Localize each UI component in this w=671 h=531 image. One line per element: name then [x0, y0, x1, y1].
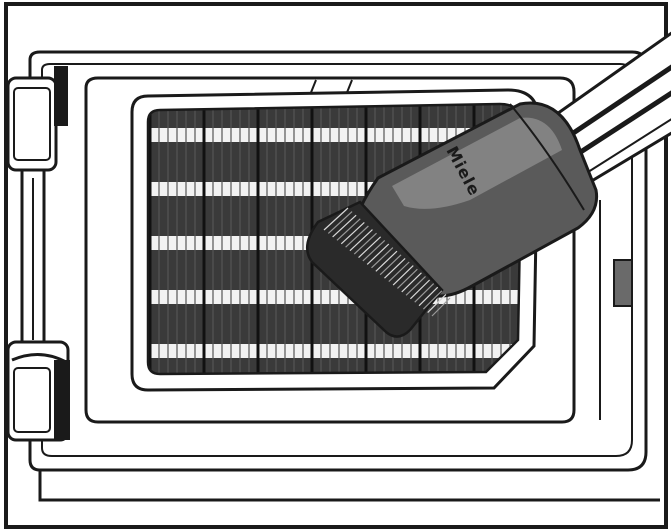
brush-bristle: [345, 225, 369, 248]
brush-bristle: [384, 257, 406, 279]
door-hinge: [6, 66, 70, 442]
brush-bristle: [388, 261, 410, 283]
brush-head: [305, 200, 444, 338]
brush-bristle: [336, 218, 361, 241]
brush-bristle: [409, 279, 431, 300]
brush-bristle: [362, 239, 386, 262]
vacuum-brush-nozzle: Miele: [305, 31, 671, 338]
brush-bristle: [414, 283, 435, 303]
brush-bristle: [401, 272, 422, 293]
brush-bristle: [418, 286, 439, 307]
brush-bristle: [349, 229, 373, 252]
brush-bristle: [366, 243, 390, 265]
brush-bristle: [392, 265, 414, 286]
brush-bristle: [332, 214, 357, 238]
brush-bristle: [358, 236, 382, 258]
brush-bristle: [431, 297, 451, 317]
appliance-housing-inner-rim: [41, 63, 633, 457]
brush-bristles: [323, 207, 451, 317]
brush-bristle: [379, 254, 402, 276]
filter-mesh-band: [148, 344, 522, 358]
brush-bristle: [375, 250, 398, 272]
brush-bristle: [353, 232, 377, 255]
brush-bristle: [397, 268, 418, 289]
brush-bristle: [340, 221, 365, 245]
appliance-frame: [4, 2, 668, 529]
nozzle-highlight: [392, 117, 562, 209]
housing-right-detail: [599, 200, 633, 420]
brush-bristle: [371, 247, 394, 269]
brush-bristle: [422, 290, 443, 310]
filter-mesh-band: [148, 290, 522, 304]
brush-bristle: [323, 207, 349, 231]
brush-bristle: [327, 211, 353, 234]
brush-bristle: [427, 293, 447, 313]
appliance-base: [38, 470, 660, 502]
brush-bristle: [405, 275, 426, 296]
